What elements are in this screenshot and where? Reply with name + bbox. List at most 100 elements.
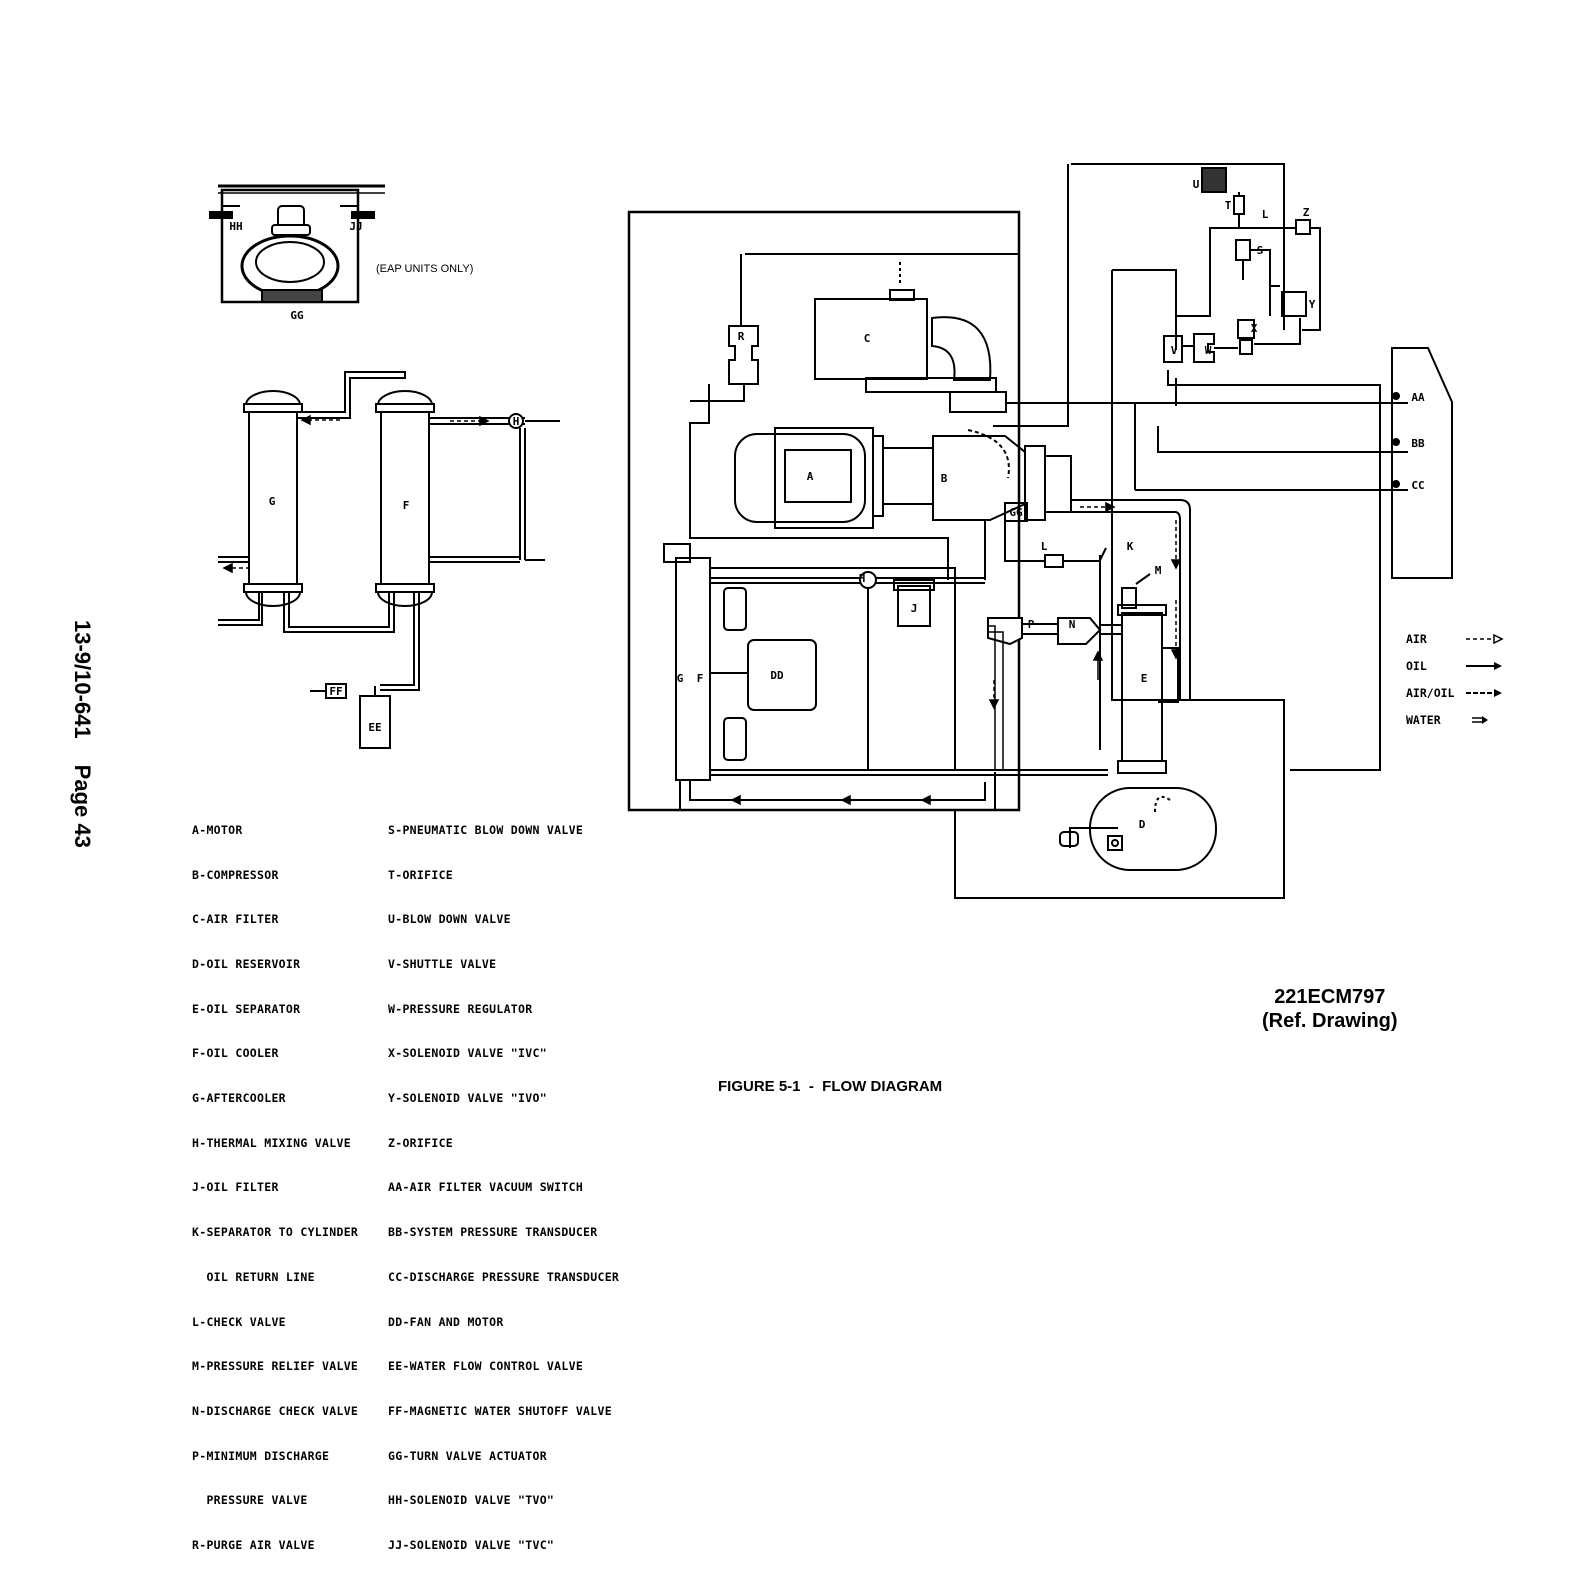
flow-legend-airoil: AIR/OIL	[1406, 679, 1504, 706]
w-pressure-regulator	[1193, 333, 1215, 363]
flow-legend-air: AIR	[1406, 625, 1504, 652]
legend-item: W-PRESSURE REGULATOR	[388, 1001, 533, 1016]
legend-item: DD-FAN AND MOTOR	[388, 1314, 504, 1329]
label-bb: BB	[1411, 437, 1425, 450]
label-g-detail: G	[269, 495, 276, 508]
cooler-core-gf	[675, 557, 711, 781]
label-h: H	[859, 572, 866, 585]
legend-item: D-OIL RESERVOIR	[192, 956, 301, 971]
legend-item: K-SEPARATOR TO CYLINDER	[192, 1225, 359, 1240]
oil-cooler-f	[380, 411, 430, 585]
label-a: A	[807, 470, 814, 483]
l-check-valve-main	[1044, 554, 1064, 568]
label-l-top: L	[1262, 208, 1269, 221]
legend-item: S-PNEUMATIC BLOW DOWN VALVE	[388, 822, 584, 837]
dd-fan-and-motor	[747, 639, 817, 711]
water-flow-arrow-icon	[1472, 715, 1488, 724]
label-h-detail: H	[513, 415, 520, 428]
legend-item: R-PURGE AIR VALVE	[192, 1538, 315, 1553]
cabinet-frame	[627, 210, 1021, 812]
legend-item: EE-WATER FLOW CONTROL VALVE	[388, 1359, 584, 1374]
legend-item: H-THERMAL MIXING VALVE	[192, 1135, 351, 1150]
label-g: G	[677, 672, 684, 685]
drawing-reference: 221ECM797 (Ref. Drawing)	[1262, 985, 1398, 1033]
legend-item: FF-MAGNETIC WATER SHUTOFF VALVE	[388, 1403, 612, 1418]
label-p: P	[1028, 618, 1035, 631]
legend-item: GG-TURN VALVE ACTUATOR	[388, 1448, 547, 1463]
legend-item: M-PRESSURE RELIEF VALVE	[192, 1359, 359, 1374]
label-jj: JJ	[349, 220, 362, 233]
label-ff: FF	[329, 685, 342, 698]
legend-item: U-BLOW DOWN VALVE	[388, 912, 511, 927]
flow-legend-oil: OIL	[1406, 652, 1504, 679]
air-flow-arrow-icon	[1466, 633, 1504, 644]
z-orifice	[1295, 219, 1311, 235]
label-v: V	[1171, 344, 1178, 357]
legend-item: T-ORIFICE	[388, 867, 454, 882]
p-minimum-discharge-valve	[987, 617, 1023, 646]
m-pressure-relief-valve	[1121, 587, 1137, 609]
y-solenoid-valve-ivo	[1281, 291, 1307, 317]
label-w: W	[1205, 344, 1212, 357]
label-dd: DD	[770, 669, 784, 682]
legend-item: Y-SOLENOID VALVE "IVO"	[388, 1091, 547, 1106]
label-j: J	[911, 602, 918, 615]
u-blow-down-valve	[1201, 167, 1227, 193]
flow-diagram: HH JJ GG G F H FF EE R C A B GG G F DD H…	[209, 163, 1453, 899]
label-ee: EE	[368, 721, 381, 734]
legend-item: PRESSURE VALVE	[192, 1493, 308, 1508]
cooler-detail	[218, 371, 560, 749]
component-labels: HH JJ GG G F H FF EE R C A B GG G F DD H…	[229, 178, 1425, 831]
legend-item: X-SOLENOID VALVE "IVC"	[388, 1046, 547, 1061]
legend-item: L-CHECK VALVE	[192, 1314, 286, 1329]
label-e: E	[1141, 672, 1148, 685]
flow-legend-label: AIR	[1406, 631, 1427, 646]
e-oil-separator	[1121, 612, 1163, 762]
hh-solenoid-valve	[209, 211, 233, 219]
legend-item: Z-ORIFICE	[388, 1135, 454, 1150]
label-n: N	[1069, 618, 1076, 631]
label-r: R	[738, 330, 745, 343]
legend-item: JJ-SOLENOID VALVE "TVC"	[388, 1538, 555, 1553]
label-s: S	[1257, 244, 1264, 257]
gg-turn-valve-actuator	[261, 289, 323, 303]
legend-item: OIL RETURN LINE	[192, 1269, 315, 1284]
label-f-detail: F	[403, 499, 410, 512]
j-oil-filter	[897, 585, 931, 627]
s-pneumatic-blow-down-valve	[1235, 239, 1251, 261]
a-motor	[734, 433, 866, 523]
drawing-note: (Ref. Drawing)	[1262, 1010, 1398, 1032]
label-c: C	[864, 332, 871, 345]
label-x: X	[1251, 322, 1258, 335]
legend-item: N-DISCHARGE CHECK VALVE	[192, 1403, 359, 1418]
figure-caption: FIGURE 5-1 - FLOW DIAGRAM	[718, 1078, 943, 1095]
legend-item: V-SHUTTLE VALVE	[388, 956, 497, 971]
label-k: K	[1127, 540, 1134, 553]
motor-label-box	[784, 449, 852, 503]
airoil-flow-arrow-icon	[1466, 688, 1502, 697]
label-aa: AA	[1411, 391, 1425, 404]
legend-item: CC-DISCHARGE PRESSURE TRANSDUCER	[388, 1269, 620, 1284]
legend-item: P-MINIMUM DISCHARGE	[192, 1448, 330, 1463]
label-f: F	[697, 672, 704, 685]
n-discharge-check-valve	[1057, 617, 1102, 645]
component-legend-right: S-PNEUMATIC BLOW DOWN VALVE T-ORIFICE U-…	[388, 793, 619, 1583]
c-air-filter	[814, 298, 928, 380]
legend-item: B-COMPRESSOR	[192, 867, 279, 882]
legend-item: F-OIL COOLER	[192, 1046, 279, 1061]
label-cc: CC	[1411, 479, 1424, 492]
flow-legend-water: WATER	[1406, 706, 1504, 733]
oil-flow-arrow-icon	[1466, 661, 1502, 670]
legend-item: E-OIL SEPARATOR	[192, 1001, 301, 1016]
legend-item: AA-AIR FILTER VACUUM SWITCH	[388, 1180, 584, 1195]
label-b: B	[941, 472, 948, 485]
legend-item: A-MOTOR	[192, 822, 243, 837]
label-d: D	[1139, 818, 1146, 831]
label-u: U	[1193, 178, 1200, 191]
label-l: L	[1041, 540, 1048, 553]
legend-item: BB-SYSTEM PRESSURE TRANSDUCER	[388, 1225, 598, 1240]
gg-turn-valve-actuator-main	[1004, 502, 1028, 522]
r-purge-air-valve	[728, 325, 759, 385]
flow-type-legend: AIR OIL AIR/OIL WATER	[1406, 625, 1504, 733]
eap-turn-valve-inset	[209, 184, 385, 304]
